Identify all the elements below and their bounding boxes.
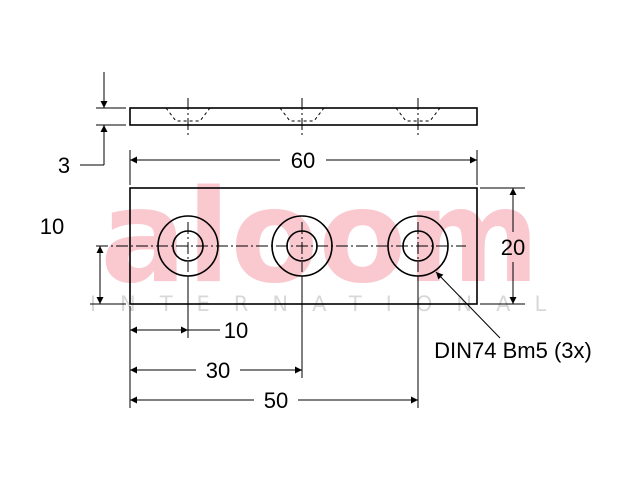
thickness-dimension: 3 [58,72,126,178]
callout-leader [435,271,501,339]
hole-offset-y-dimension: 10 [40,214,126,305]
countersink-hidden-3 [395,107,441,122]
watermark-logo-text: aloom [100,163,540,312]
side-view [129,98,478,135]
countersink-hidden-2 [279,107,325,122]
hole-offset-x-dimension: 10 [130,318,248,343]
spacing-30-value: 30 [206,358,230,383]
height-value: 20 [501,235,525,260]
hole-offset-y-value: 10 [40,214,64,239]
front-view-outline [129,187,478,305]
hole-offset-x-value: 10 [224,318,248,343]
spacing-50-value: 50 [264,388,288,413]
lower-extension-lines [129,276,419,408]
length-value: 60 [291,148,315,173]
side-view-outline [129,107,478,126]
front-view [96,187,478,305]
overall-length-dimension: 60 [129,148,478,185]
height-dimension: 20 [480,187,525,305]
thickness-value: 3 [58,153,70,178]
watermark: aloom INTERNATIONAL [90,163,546,316]
callout-label: DIN74 Bm5 (3x) [434,338,592,363]
hole-spacing-last-dimension: 50 [130,388,418,413]
hole-callout: DIN74 Bm5 (3x) [434,271,592,363]
hole-2 [271,215,333,277]
countersink-hidden-1 [165,107,211,122]
hole-spacing-mid-dimension: 30 [130,358,302,383]
